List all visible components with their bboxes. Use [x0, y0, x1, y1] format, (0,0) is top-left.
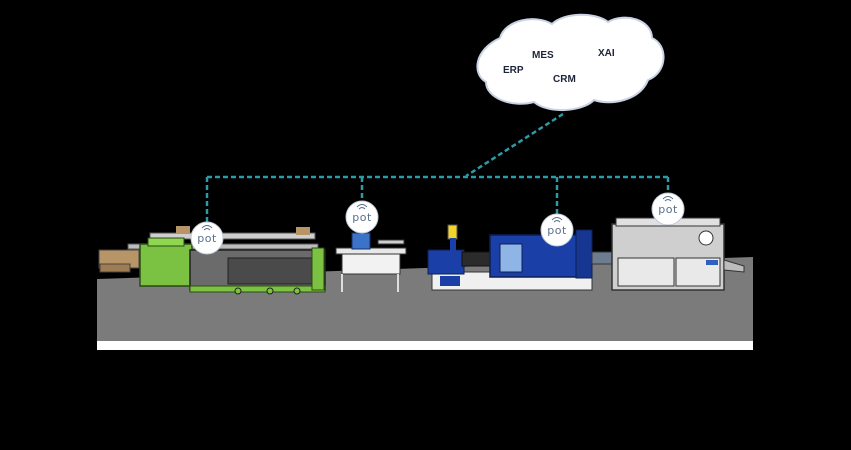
injection-tube: [450, 238, 456, 252]
packaging-ramp: [723, 259, 745, 273]
network-lines: [205, 112, 670, 222]
pot-wifi-icon: [662, 196, 674, 202]
cloud: ERP MES XAI CRM: [476, 13, 665, 112]
injection-blue-block: [440, 276, 460, 286]
workstation-body: [341, 253, 401, 275]
wheel-1: [234, 287, 242, 295]
carton-1: [176, 226, 190, 234]
feed-table-2: [99, 263, 131, 273]
pot-node-circle: [190, 221, 224, 255]
injection-yellow-cap: [447, 224, 458, 240]
carton-2: [296, 227, 310, 235]
pot-wifi-icon: [201, 225, 213, 231]
pot-node-label: pot: [352, 211, 372, 224]
pot-node-label: pot: [547, 224, 567, 237]
injection-right: [575, 229, 593, 279]
wheel-2: [266, 287, 274, 295]
green-housing: [139, 243, 193, 287]
conveyor-rail: [149, 232, 316, 240]
pot-node-circle: [651, 192, 685, 226]
cloud-uplink: [465, 112, 564, 178]
cloud-label-crm: CRM: [553, 74, 576, 85]
injection-window: [499, 243, 523, 273]
floor-edge: [97, 341, 753, 350]
green-trim: [189, 285, 326, 293]
workstation-table: [335, 247, 407, 255]
pot-node-3[interactable]: pot: [540, 213, 574, 247]
transfer-chute: [591, 251, 615, 265]
workstation-blue-box: [351, 232, 371, 250]
machine-injection: [427, 224, 593, 291]
cloud-label-erp: ERP: [503, 65, 524, 76]
cloud-label-mes: MES: [532, 50, 554, 61]
conveyor-rail-lower: [127, 243, 319, 250]
pot-wifi-icon: [356, 204, 368, 210]
cloud-label-xai: XAI: [598, 48, 615, 59]
pot-wifi-icon: [551, 217, 563, 223]
pot-node-label: pot: [197, 232, 217, 245]
machine-extruder: [98, 226, 326, 295]
workstation-arm: [377, 239, 405, 245]
injection-barrel: [461, 251, 493, 267]
machine-packaging: [611, 217, 745, 291]
machine-workstation: [335, 232, 407, 292]
packaging-dial: [698, 230, 714, 246]
packaging-tag: [706, 260, 718, 265]
pot-node-2[interactable]: pot: [345, 200, 379, 234]
pot-node-label: pot: [658, 203, 678, 216]
injection-small-unit: [427, 249, 465, 275]
wheel-3: [293, 287, 301, 295]
packaging-panel: [617, 257, 675, 287]
pot-node-4[interactable]: pot: [651, 192, 685, 226]
cloud-shape: [476, 13, 665, 112]
green-side-panel: [311, 247, 325, 291]
green-housing-top: [147, 237, 185, 247]
pot-node-circle: [345, 200, 379, 234]
pot-node-1[interactable]: pot: [190, 221, 224, 255]
pot-node-circle: [540, 213, 574, 247]
green-panel: [227, 257, 317, 285]
